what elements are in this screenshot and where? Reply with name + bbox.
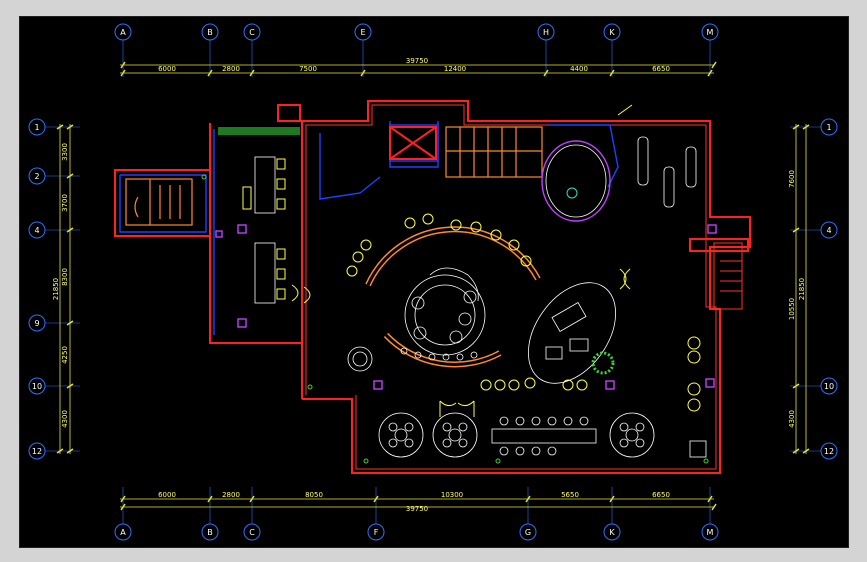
svg-text:B: B bbox=[207, 28, 213, 37]
svg-text:2800: 2800 bbox=[222, 65, 240, 73]
svg-text:K: K bbox=[609, 28, 615, 37]
svg-text:12: 12 bbox=[824, 447, 834, 456]
svg-text:4300: 4300 bbox=[61, 410, 69, 428]
svg-text:10: 10 bbox=[32, 382, 42, 391]
svg-text:21850: 21850 bbox=[798, 278, 806, 300]
svg-text:A: A bbox=[120, 528, 126, 537]
grid-bubble-top-m: M bbox=[701, 23, 719, 77]
svg-text:6650: 6650 bbox=[652, 491, 670, 499]
stair-left bbox=[125, 178, 193, 226]
round-room bbox=[541, 140, 611, 222]
grid-bubble-bottom-k: K bbox=[603, 487, 621, 541]
svg-text:5650: 5650 bbox=[561, 491, 579, 499]
svg-text:6000: 6000 bbox=[158, 491, 176, 499]
cad-drawing-viewport[interactable]: A B C E H K M 39750 6000 2800 7500 12400… bbox=[19, 16, 849, 548]
svg-text:12400: 12400 bbox=[444, 65, 466, 73]
dimension-left: 3300 3700 8300 4250 4300 21850 bbox=[52, 124, 74, 454]
svg-text:21850: 21850 bbox=[52, 278, 60, 300]
grid-bubble-bottom-c: C bbox=[243, 487, 261, 541]
grid-bubble-bottom-b: B bbox=[201, 487, 219, 541]
svg-text:6000: 6000 bbox=[158, 65, 176, 73]
dimension-top: 39750 6000 2800 7500 12400 4400 6650 bbox=[120, 57, 717, 77]
dimension-right: 7600 10550 4300 21850 bbox=[788, 124, 810, 454]
svg-text:K: K bbox=[609, 528, 615, 537]
svg-text:12: 12 bbox=[32, 447, 42, 456]
svg-text:7500: 7500 bbox=[299, 65, 317, 73]
stair-top bbox=[389, 126, 543, 178]
svg-text:10550: 10550 bbox=[788, 298, 796, 320]
svg-text:C: C bbox=[249, 528, 255, 537]
svg-text:4400: 4400 bbox=[570, 65, 588, 73]
svg-text:E: E bbox=[360, 28, 365, 37]
grid-bubble-left-10: 10 bbox=[28, 377, 80, 395]
grid-bubble-bottom-g: G bbox=[519, 487, 537, 541]
svg-text:9: 9 bbox=[34, 319, 39, 328]
grid-bubble-top-b: B bbox=[201, 23, 219, 77]
svg-text:A: A bbox=[120, 28, 126, 37]
grid-bubble-bottom-f: F bbox=[367, 487, 385, 541]
grid-bubble-left-12: 12 bbox=[28, 442, 80, 460]
south-dining bbox=[378, 412, 707, 458]
grid-bubble-top-a: A bbox=[114, 23, 132, 77]
svg-text:10: 10 bbox=[824, 382, 834, 391]
svg-text:1: 1 bbox=[826, 123, 831, 132]
svg-text:8300: 8300 bbox=[61, 268, 69, 286]
grid-bubble-left-2: 2 bbox=[28, 167, 80, 185]
dimension-bottom: 6000 2800 8050 10300 5650 6650 39750 bbox=[120, 491, 717, 513]
svg-text:F: F bbox=[374, 528, 379, 537]
doors bbox=[303, 104, 633, 417]
svg-text:1: 1 bbox=[34, 123, 39, 132]
grid-bubble-left-9: 9 bbox=[28, 314, 80, 332]
central-bar-feature bbox=[347, 226, 541, 372]
svg-text:C: C bbox=[249, 28, 255, 37]
svg-text:6650: 6650 bbox=[652, 65, 670, 73]
grid-bubble-bottom-m: M bbox=[701, 487, 719, 541]
svg-text:2800: 2800 bbox=[222, 491, 240, 499]
grid-bubble-top-e: E bbox=[354, 23, 372, 77]
svg-text:39750: 39750 bbox=[406, 505, 428, 513]
bar-seating bbox=[346, 213, 588, 391]
svg-text:4300: 4300 bbox=[788, 410, 796, 428]
svg-text:4250: 4250 bbox=[61, 346, 69, 364]
grid-bubble-bottom-a: A bbox=[114, 487, 132, 541]
svg-text:3700: 3700 bbox=[61, 194, 69, 212]
west-wing-furniture bbox=[215, 127, 300, 328]
oval-lounge bbox=[527, 282, 617, 384]
svg-text:M: M bbox=[707, 28, 714, 37]
floor-plan-drawing: A B C E H K M 39750 6000 2800 7500 12400… bbox=[28, 23, 838, 541]
grid-bubble-top-k: K bbox=[603, 23, 621, 77]
svg-text:8050: 8050 bbox=[305, 491, 323, 499]
svg-text:H: H bbox=[543, 28, 549, 37]
svg-text:3300: 3300 bbox=[61, 143, 69, 161]
svg-text:4: 4 bbox=[34, 226, 39, 235]
grid-bubble-left-1: 1 bbox=[28, 118, 80, 136]
svg-text:M: M bbox=[707, 528, 714, 537]
svg-text:4: 4 bbox=[826, 226, 831, 235]
svg-text:10300: 10300 bbox=[441, 491, 463, 499]
grid-bubble-top-h: H bbox=[537, 23, 555, 77]
svg-text:G: G bbox=[525, 528, 531, 537]
east-lounge-pods bbox=[637, 136, 717, 412]
svg-text:2: 2 bbox=[34, 172, 39, 181]
interior-partitions bbox=[119, 121, 619, 335]
markers bbox=[201, 174, 709, 464]
svg-text:7600: 7600 bbox=[788, 170, 796, 188]
grid-bubble-left-4: 4 bbox=[28, 221, 80, 239]
svg-text:B: B bbox=[207, 528, 213, 537]
grid-bubble-top-c: C bbox=[243, 23, 261, 77]
svg-text:39750: 39750 bbox=[406, 57, 428, 65]
